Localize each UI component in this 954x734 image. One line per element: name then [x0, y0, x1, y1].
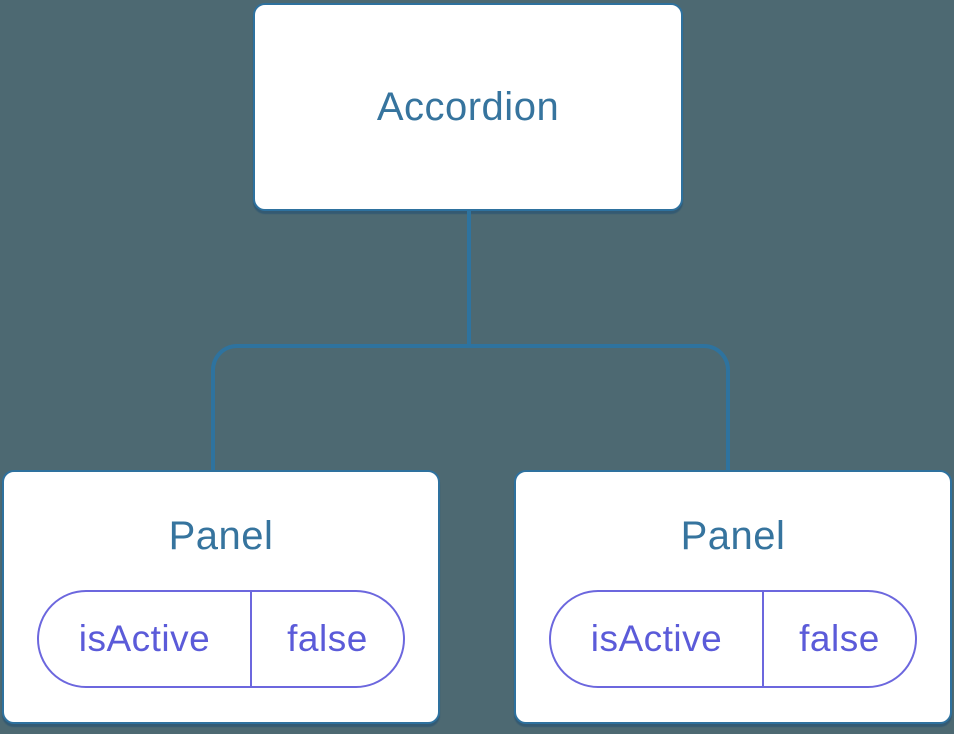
- accordion-node-label: Accordion: [376, 85, 560, 129]
- state-key-cell: isActive: [551, 592, 764, 686]
- state-value-cell: false: [764, 592, 915, 686]
- connector-branch: [211, 344, 730, 470]
- state-key-label: isActive: [590, 618, 723, 659]
- state-value-label: false: [287, 618, 368, 659]
- tree-node-accordion: Accordion: [253, 3, 683, 211]
- tree-node-panel-left: Panel isActive false: [2, 470, 440, 724]
- state-pill: isActive false: [549, 590, 917, 688]
- state-value-label: false: [799, 618, 880, 659]
- connector-stem: [467, 211, 471, 344]
- state-value-cell: false: [252, 592, 403, 686]
- state-pill: isActive false: [37, 590, 405, 688]
- panel-node-label: Panel: [168, 514, 274, 558]
- tree-node-panel-right: Panel isActive false: [514, 470, 952, 724]
- state-key-cell: isActive: [39, 592, 252, 686]
- panel-node-label: Panel: [680, 514, 786, 558]
- state-key-label: isActive: [78, 618, 211, 659]
